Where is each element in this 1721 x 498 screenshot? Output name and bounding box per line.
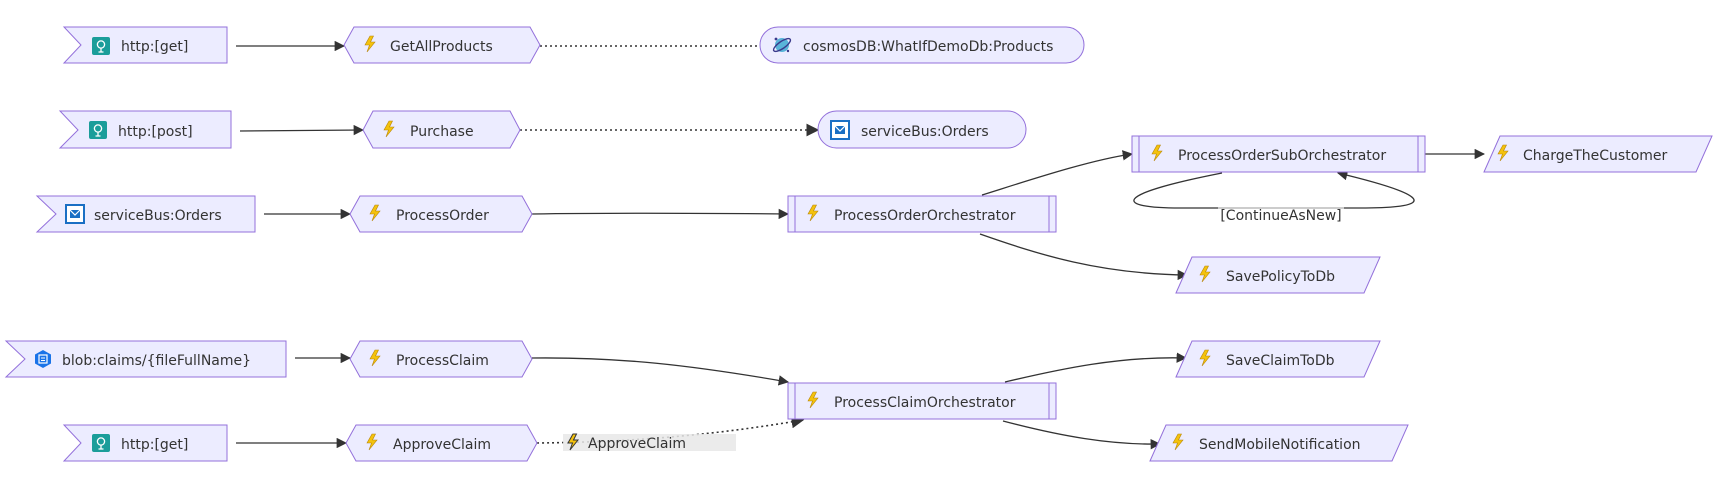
- node-label: ProcessOrderSubOrchestrator: [1178, 148, 1386, 164]
- node-label: serviceBus:Orders: [94, 208, 222, 224]
- node-servicebus-orders-output[interactable]: serviceBus:Orders: [817, 110, 1027, 149]
- node-label: blob:claims/{fileFullName}: [62, 353, 251, 369]
- node-process-order-sub-orchestrator[interactable]: ProcessOrderSubOrchestrator: [1131, 135, 1426, 173]
- http-trigger-icon: [91, 36, 111, 56]
- node-process-order-orchestrator[interactable]: ProcessOrderOrchestrator: [787, 195, 1057, 233]
- node-label: cosmosDB:WhatIfDemoDb:Products: [803, 39, 1053, 55]
- edge-orchestrator-saveclaim: [1004, 352, 1188, 383]
- service-bus-icon: [830, 120, 850, 140]
- edge-processorder-orchestrator: [531, 208, 790, 220]
- node-label: SendMobileNotification: [1199, 437, 1361, 453]
- node-label: ProcessClaim: [396, 353, 489, 369]
- edge-httppost-purchase: [239, 124, 365, 136]
- edge-label-text: ApproveClaim: [588, 436, 686, 452]
- node-http-get-trigger[interactable]: http:[get]: [62, 26, 228, 64]
- node-label: http:[get]: [121, 437, 188, 453]
- edge-processclaim-orchestrator: [531, 357, 790, 386]
- edge-suborchestrator-loop: [1133, 170, 1415, 209]
- node-save-policy-to-db[interactable]: SavePolicyToDb: [1175, 256, 1381, 294]
- edge-label-approve-claim-event: ApproveClaim: [563, 433, 736, 452]
- node-send-mobile-notification[interactable]: SendMobileNotification: [1149, 424, 1409, 462]
- node-charge-the-customer[interactable]: ChargeTheCustomer: [1483, 135, 1713, 173]
- http-trigger-icon: [88, 120, 108, 140]
- http-trigger-icon: [91, 433, 111, 453]
- node-save-claim-to-db[interactable]: SaveClaimToDb: [1175, 340, 1381, 378]
- node-http-post-trigger[interactable]: http:[post]: [58, 110, 232, 149]
- node-label: SaveClaimToDb: [1226, 353, 1335, 369]
- node-label: ApproveClaim: [393, 437, 491, 453]
- node-label: Purchase: [410, 124, 474, 140]
- edge-label-text: [ContinueAsNew]: [1220, 208, 1341, 224]
- node-process-claim-orchestrator[interactable]: ProcessClaimOrchestrator: [787, 382, 1057, 420]
- node-purchase[interactable]: Purchase: [362, 110, 521, 149]
- edge-orchestrator-savepolicy: [979, 233, 1189, 281]
- node-approve-claim[interactable]: ApproveClaim: [345, 424, 538, 462]
- node-label: ProcessClaimOrchestrator: [834, 395, 1016, 411]
- node-label: GetAllProducts: [390, 39, 493, 55]
- node-blob-claims-trigger[interactable]: blob:claims/{fileFullName}: [4, 340, 287, 378]
- node-process-order[interactable]: ProcessOrder: [349, 195, 533, 233]
- node-process-claim[interactable]: ProcessClaim: [349, 340, 533, 378]
- node-label: SavePolicyToDb: [1226, 269, 1335, 285]
- node-label: ChargeTheCustomer: [1523, 148, 1668, 164]
- edge-orchestrator-sendmobile: [1002, 420, 1162, 450]
- service-bus-icon: [65, 204, 85, 224]
- node-cosmosdb-products[interactable]: cosmosDB:WhatIfDemoDb:Products: [759, 26, 1085, 64]
- node-get-all-products[interactable]: GetAllProducts: [343, 26, 541, 64]
- node-label: http:[get]: [121, 39, 188, 55]
- node-label: ProcessOrderOrchestrator: [834, 208, 1016, 224]
- node-http-get-trigger-approve[interactable]: http:[get]: [62, 424, 228, 462]
- edge-label-continue-as-new: [ContinueAsNew]: [1218, 206, 1344, 224]
- node-servicebus-orders-trigger[interactable]: serviceBus:Orders: [35, 195, 256, 233]
- node-label: serviceBus:Orders: [861, 124, 989, 140]
- edge-orchestrator-suborchestrator: [981, 150, 1134, 196]
- node-label: ProcessOrder: [396, 208, 489, 224]
- node-label: http:[post]: [118, 124, 193, 140]
